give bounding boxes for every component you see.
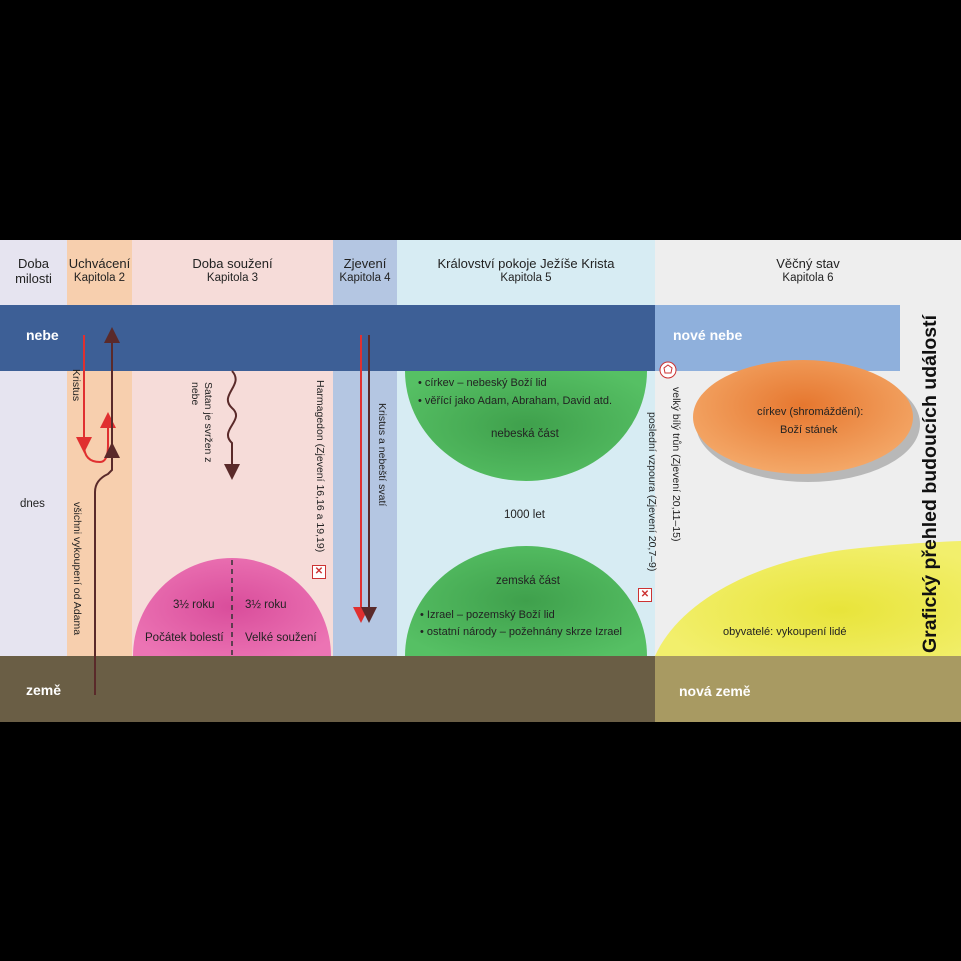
church-heavenly-text: církev – nebeský Boží lid [424, 377, 547, 389]
harmagedon-label: Harmagedon (Zjevení 16,16 a 19,19) [314, 380, 326, 553]
tabernacle-label: Boží stánek [780, 424, 838, 436]
earthly-part-shape [405, 546, 647, 656]
kristus-label: Kristus [70, 369, 82, 402]
years-left-label: 3½ roku [173, 599, 215, 611]
redeemed-arrow [94, 327, 120, 695]
header-eternal: Věčný stav Kapitola 6 [655, 240, 961, 305]
nations-text: ostatní národy – požehnány skrze Izrael [426, 626, 622, 638]
israel-text: Izrael – pozemský Boží lid [426, 609, 555, 621]
header-tribulation: Doba soužení Kapitola 3 [132, 240, 333, 305]
nations-item: • ostatní národy – požehnány skrze Izrae… [420, 626, 622, 638]
header-tribulation-title: Doba soužení [192, 256, 273, 271]
header-revelation: Zjevení Kapitola 4 [333, 240, 397, 305]
heavenly-part-label: nebeská část [491, 428, 559, 440]
header-grace: Doba milosti [0, 240, 67, 305]
header-grace-title: Doba [17, 256, 50, 271]
header-eternal-chapter: Kapitola 6 [782, 272, 834, 284]
years-right-label: 3½ roku [245, 599, 287, 611]
header-rapture-title: Uchvácení [68, 256, 131, 271]
today-label: dnes [20, 498, 45, 510]
satan-label: Satan je svržen z nebe [189, 382, 214, 463]
earth-band [0, 656, 655, 722]
church-heavenly-item: • církev – nebeský Boží lid [418, 377, 547, 389]
israel-item: • Izrael – pozemský Boží lid [420, 609, 555, 621]
header-rapture-chapter: Kapitola 2 [73, 272, 126, 284]
header-kingdom-chapter: Kapitola 5 [500, 272, 552, 284]
new-heaven-label: nové nebe [673, 327, 743, 343]
earthly-part-label: zemská část [496, 575, 560, 587]
diagram-canvas: Doba milosti Uchvácení Kapitola 2 Doba s… [0, 240, 961, 722]
inhabitants-shape [655, 541, 961, 656]
heavenly-part-shape [405, 371, 647, 481]
new-earth-band [655, 656, 961, 722]
inhabitants-label: obyvatelé: vykoupení lidé [723, 626, 847, 638]
christ-saints-label: Kristus a nebeští svatí [376, 403, 388, 507]
header-kingdom-title: Království pokoje Ježíše Krista [437, 256, 615, 271]
church-assembly-label: církev (shromáždění): [757, 406, 864, 418]
diagram-shapes [76, 327, 961, 695]
new-earth-label: nová země [679, 683, 751, 699]
great-tribulation-label: Velké soužení [245, 632, 317, 644]
last-revolt-label: poslední vzpoura (Zjevení 20,7–9) [646, 412, 658, 572]
header-kingdom: Království pokoje Ježíše Krista Kapitola… [397, 240, 655, 305]
header-tribulation-chapter: Kapitola 3 [206, 272, 259, 284]
heaven-label: nebe [26, 327, 59, 343]
believers-text: věřící jako Adam, Abraham, David atd. [424, 395, 613, 407]
header-revelation-chapter: Kapitola 4 [339, 272, 391, 284]
header-revelation-title: Zjevení [343, 256, 387, 271]
birth-pains-label: Počátek bolestí [145, 632, 224, 644]
new-heaven-band [655, 305, 900, 371]
thousand-years-label: 1000 let [504, 509, 545, 521]
believers-item: • věřící jako Adam, Abraham, David atd. [418, 395, 613, 407]
kristus-return-arrow [83, 412, 116, 464]
white-throne-label: velký bílý trůn (Zjevení 20,11–15) [670, 387, 682, 542]
header-rapture: Uchvácení Kapitola 2 [67, 240, 132, 305]
header-grace-title2: milosti [15, 271, 52, 286]
battle-icon: ✕ [312, 565, 326, 579]
white-throne-icon [659, 361, 677, 379]
redeemed-label: všichni vykoupení od Adama [71, 502, 83, 636]
earth-label: země [26, 682, 62, 698]
church-ellipse [693, 360, 913, 474]
satan-arrow [224, 370, 240, 480]
revolt-icon: ✕ [638, 588, 652, 602]
header-eternal-title: Věčný stav [776, 256, 840, 271]
side-title: Grafický přehled budoucích událostí [919, 314, 941, 653]
